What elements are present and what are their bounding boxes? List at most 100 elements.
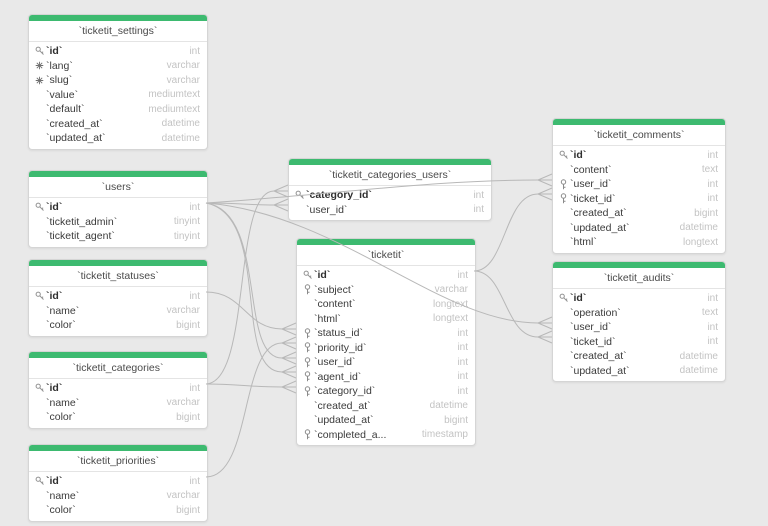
column-row[interactable]: `priority_id`int <box>297 341 475 356</box>
column-row[interactable]: `created_at`datetime <box>297 399 475 414</box>
column-name: `default` <box>46 103 85 115</box>
column-type: int <box>449 328 468 339</box>
column-row[interactable]: `color`bigint <box>29 318 207 333</box>
column-type: int <box>449 386 468 397</box>
column-row[interactable]: `status_id` int <box>297 326 475 341</box>
column-row[interactable]: `updated_at`datetime <box>29 131 207 146</box>
column-type: varchar <box>159 75 200 86</box>
column-row[interactable]: `id`int <box>29 200 207 215</box>
column-type: int <box>465 190 484 201</box>
column-row[interactable]: `id`int <box>29 474 207 489</box>
column-row[interactable]: `ticket_id`int <box>553 335 725 350</box>
column-name: `updated_at` <box>46 132 106 144</box>
column-name: `ticketit_admin` <box>46 216 117 228</box>
column-row[interactable]: `user_id`int <box>297 355 475 370</box>
relation-priorities-ticketit-priority_id <box>206 343 282 477</box>
column-row[interactable]: `default`mediumtext <box>29 102 207 117</box>
table-title: `ticketit_comments` <box>553 125 725 146</box>
column-row[interactable]: `id`int <box>553 291 725 306</box>
column-type: int <box>181 46 200 57</box>
column-row[interactable]: `ticket_id`int <box>553 192 725 207</box>
primary-key-icon <box>33 202 46 212</box>
table-ticketit-settings[interactable]: `ticketit_settings` `id`int `lang` varcha… <box>28 14 208 150</box>
column-type: int <box>181 291 200 302</box>
column-row[interactable]: `name`varchar <box>29 489 207 504</box>
index-icon <box>301 429 314 440</box>
column-row[interactable]: `user_id`int <box>553 320 725 335</box>
column-name: `status_id` <box>314 327 363 339</box>
column-row[interactable]: `operation`text <box>553 306 725 321</box>
column-row[interactable]: `html`longtext <box>297 312 475 327</box>
column-type: datetime <box>672 365 718 376</box>
column-row[interactable]: `updated_at`datetime <box>553 364 725 379</box>
column-row[interactable]: `updated_at`bigint <box>297 413 475 428</box>
column-name: `id` <box>46 475 62 487</box>
column-row[interactable]: `lang` varchar <box>29 59 207 74</box>
column-row[interactable]: `value`mediumtext <box>29 88 207 103</box>
crow-foot <box>282 381 296 393</box>
column-row[interactable]: `color`bigint <box>29 410 207 425</box>
primary-key-icon <box>33 291 46 301</box>
table-ticketit-comments[interactable]: `ticketit_comments` `id`int `content`tex… <box>552 118 726 254</box>
column-row[interactable]: `created_at`bigint <box>553 206 725 221</box>
table-ticketit-statuses[interactable]: `ticketit_statuses` `id`int `name`varcha… <box>28 259 208 337</box>
table-title: `ticketit_settings` <box>29 21 207 42</box>
column-type: bigint <box>168 320 200 331</box>
snowflake-icon <box>33 76 46 85</box>
column-name: `created_at` <box>314 400 371 412</box>
column-row[interactable]: `user_id`int <box>289 203 491 218</box>
column-row[interactable]: `category_id`int <box>297 384 475 399</box>
table-ticketit-audits[interactable]: `ticketit_audits` `id`int `operation`tex… <box>552 261 726 382</box>
column-row[interactable]: `name`varchar <box>29 304 207 319</box>
primary-key-icon <box>301 270 314 280</box>
column-type: datetime <box>672 222 718 233</box>
crow-foot <box>282 366 296 378</box>
column-type: mediumtext <box>140 89 200 100</box>
column-row[interactable]: `id`int <box>297 268 475 283</box>
column-row[interactable]: `name`varchar <box>29 396 207 411</box>
column-row[interactable]: `updated_at` datetime <box>553 221 725 236</box>
column-row[interactable]: `created_at`datetime <box>29 117 207 132</box>
table-ticketit-categories[interactable]: `ticketit_categories` `id`int `name`varc… <box>28 351 208 429</box>
column-row[interactable]: `slug`varchar <box>29 73 207 88</box>
table-ticketit-priorities[interactable]: `ticketit_priorities` `id`int `name`varc… <box>28 444 208 522</box>
index-icon <box>301 328 314 339</box>
table-users[interactable]: `users` `id`int `ticketit_admin`tinyint … <box>28 170 208 248</box>
column-type: varchar <box>159 60 200 71</box>
column-row[interactable]: `id` int <box>29 289 207 304</box>
column-type: datetime <box>672 351 718 362</box>
relation-categories-categories_users <box>206 191 274 384</box>
column-row[interactable]: `created_at` datetime <box>553 349 725 364</box>
column-row[interactable]: `content`longtext <box>297 297 475 312</box>
column-type: int <box>449 371 468 382</box>
column-row[interactable]: `user_id`int <box>553 177 725 192</box>
column-name: `id` <box>46 201 62 213</box>
column-row[interactable]: `completed_a...timestamp <box>297 428 475 443</box>
column-row[interactable]: `id`int <box>29 381 207 396</box>
column-row[interactable]: `id`int <box>29 44 207 59</box>
column-name: `updated_at` <box>570 222 630 234</box>
column-type: int <box>465 204 484 215</box>
column-row[interactable]: `content`text <box>553 163 725 178</box>
relation-ticketit-audits-ticket_id <box>474 271 538 337</box>
column-name: `name` <box>46 490 79 502</box>
table-title: `ticketit_categories` <box>29 358 207 379</box>
column-row[interactable]: `color`bigint <box>29 503 207 518</box>
column-row[interactable]: `id`int <box>553 148 725 163</box>
column-row[interactable]: `html`longtext <box>553 235 725 250</box>
column-name: `id` <box>46 290 62 302</box>
column-row[interactable]: `ticketit_admin`tinyint <box>29 215 207 230</box>
column-row[interactable]: `ticketit_agent`tinyint <box>29 229 207 244</box>
column-type: varchar <box>427 284 468 295</box>
column-row[interactable]: `subject`varchar <box>297 283 475 298</box>
index-icon <box>301 284 314 295</box>
column-row[interactable]: `agent_id`int <box>297 370 475 385</box>
column-name: `lang` <box>46 60 73 72</box>
column-row[interactable]: `category_id`int <box>289 188 491 203</box>
column-name: `priority_id` <box>314 342 367 354</box>
table-ticketit-categories-users[interactable]: `ticketit_categories_users` `category_id… <box>288 158 492 221</box>
column-name: `created_at` <box>570 350 627 362</box>
table-ticketit[interactable]: `ticketit` `id`int `subject`varchar `con… <box>296 238 476 446</box>
primary-key-icon <box>33 476 46 486</box>
